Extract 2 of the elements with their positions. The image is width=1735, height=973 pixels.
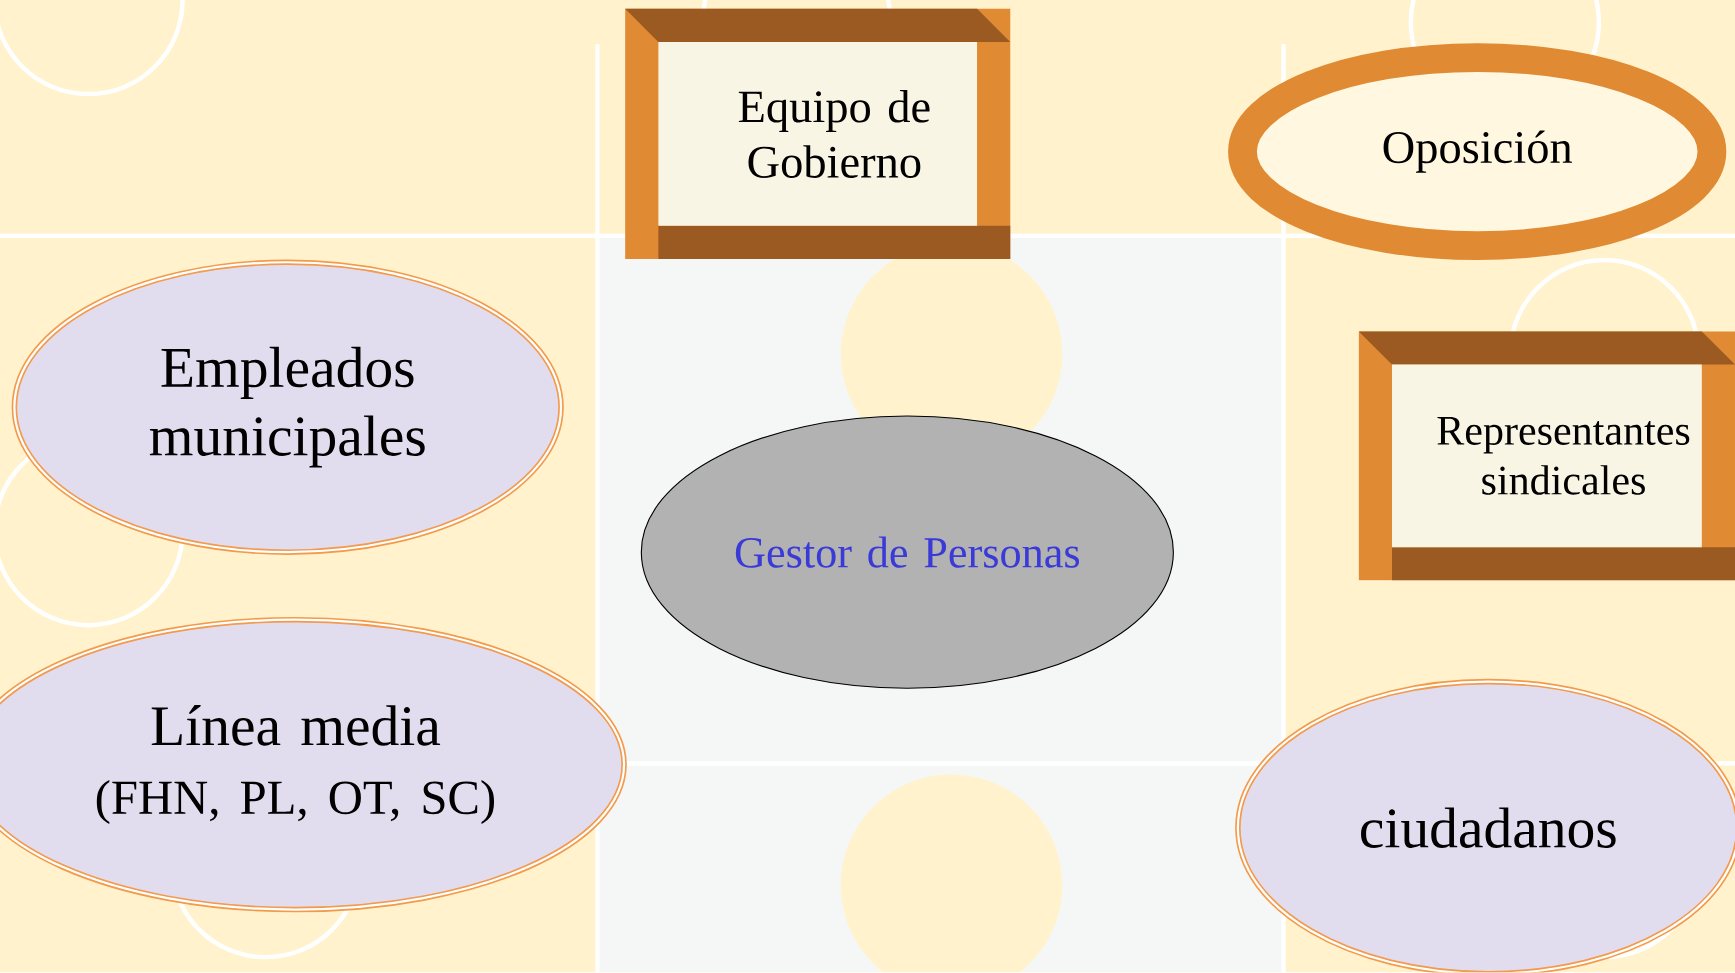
frame-box: Representantes sindicales (1358, 331, 1735, 581)
frame-box: Equipo de Gobierno (625, 9, 1011, 260)
